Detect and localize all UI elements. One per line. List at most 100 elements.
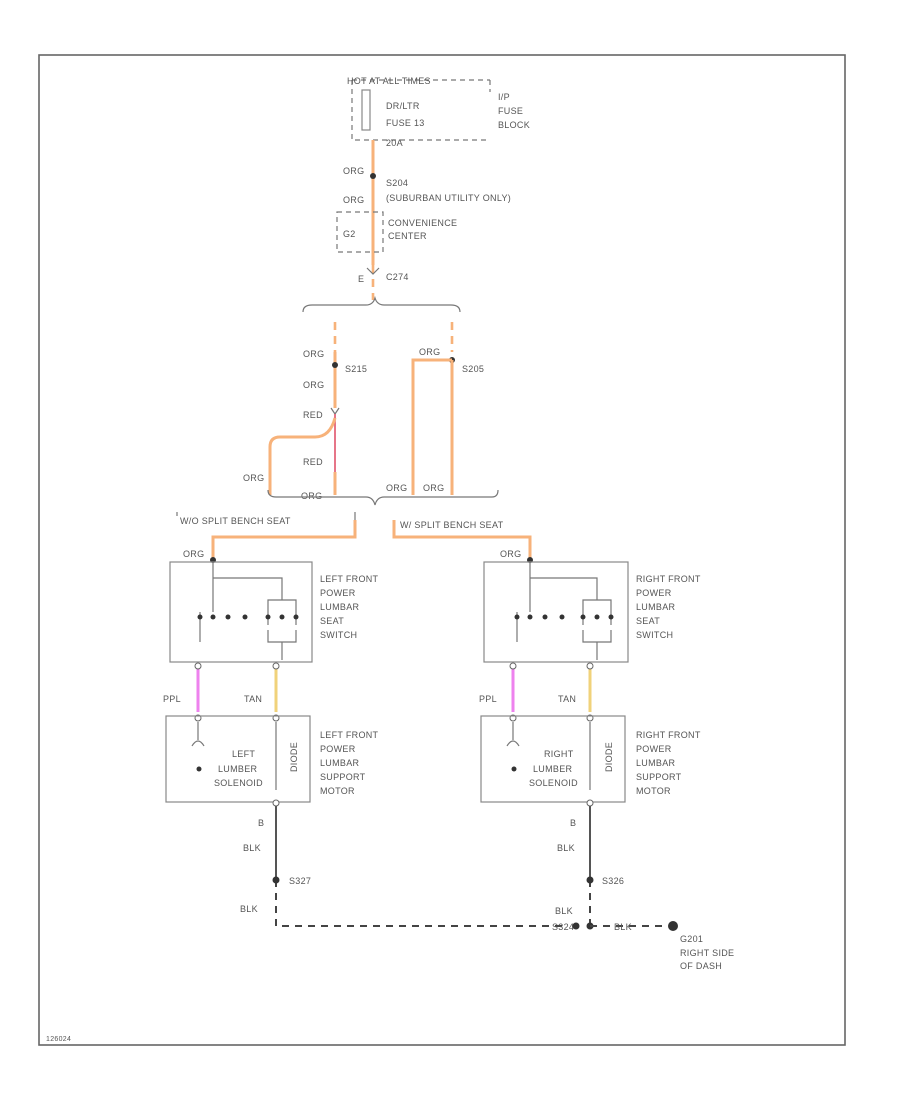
right-motor-label-5: MOTOR (636, 786, 671, 796)
splice-dot-s215 (332, 362, 338, 368)
right-ppl-term-top (509, 662, 517, 670)
right-option-wire (392, 520, 532, 560)
left-option-label: W/O SPLIT BENCH SEAT (180, 516, 291, 526)
right-motor-label-3: LUMBAR (636, 758, 676, 768)
left-switch-contact-7 (293, 614, 299, 620)
cc-outline (336, 211, 384, 253)
left-option-ticks (176, 512, 356, 520)
option-brace-bottom (267, 489, 499, 506)
right-switch-internals (516, 562, 612, 660)
left-switch-contact-4 (242, 614, 248, 620)
fuse-block-label-1: I/P (498, 92, 510, 102)
left-pin-b: B (258, 818, 264, 828)
right-splice-label: S205 (462, 364, 484, 374)
ground-location-1: RIGHT SIDE (680, 948, 734, 958)
left-motor-out-term (272, 799, 280, 807)
red-1-label: RED (303, 410, 323, 420)
left-ppl-label: PPL (163, 694, 181, 704)
ground-point: BLK G201 RIGHT SIDE OF DASH (590, 921, 734, 971)
right-switch-label-1: RIGHT FRONT (636, 574, 701, 584)
left-splice-label: S215 (345, 364, 367, 374)
left-out-wire-label: ORG (243, 473, 264, 483)
right-switch-wire-label: ORG (500, 549, 521, 559)
left-motor-box (165, 715, 311, 803)
cc-splice-label: S204 (386, 178, 408, 188)
left-motor-code: DIODE (289, 742, 299, 772)
left-switch-contact-3 (225, 614, 231, 620)
right-blk-2-label: BLK (555, 906, 573, 916)
option-brace-top (302, 295, 461, 313)
left-motor-label-3: LUMBAR (320, 758, 360, 768)
cc-label-2: CENTER (388, 231, 427, 241)
left-switch-label-2: POWER (320, 588, 356, 598)
right-splice-2-label: S324 (552, 922, 574, 932)
right-tan-label: TAN (558, 694, 576, 704)
right-motor-label-1: RIGHT FRONT (636, 730, 701, 740)
right-blk-1-label: BLK (557, 843, 575, 853)
right-switch-contact-6 (594, 614, 600, 620)
right-bottom-wire-1-label: ORG (386, 483, 407, 493)
left-switch-contact-2 (210, 614, 216, 620)
left-motor-internals (191, 722, 277, 790)
left-motor-label-1: LEFT FRONT (320, 730, 379, 740)
left-out-wire (268, 417, 337, 495)
right-switch-contact-2 (527, 614, 533, 620)
right-motor-inner-1: RIGHT (544, 749, 574, 759)
right-option-label: W/ SPLIT BENCH SEAT (400, 520, 504, 530)
fuse-block-label-2: FUSE (498, 106, 523, 116)
left-tan-label: TAN (244, 694, 262, 704)
fuse-symbol (361, 89, 371, 131)
right-splice-label-s326: S326 (602, 876, 624, 886)
footer-code: 126024 (46, 1036, 71, 1043)
left-switch-label-1: LEFT FRONT (320, 574, 379, 584)
left-connector-symbol (330, 407, 340, 416)
fuse-block-label-3: BLOCK (498, 120, 530, 130)
right-motor-code: DIODE (604, 742, 614, 772)
right-motor-label-4: SUPPORT (636, 772, 682, 782)
right-top-wire-label: ORG (419, 347, 440, 357)
right-switch-contact-7 (608, 614, 614, 620)
right-ppl-label: PPL (479, 694, 497, 704)
left-switch-box (169, 561, 313, 663)
left-top-wire-label: ORG (303, 349, 324, 359)
left-motor-label-5: MOTOR (320, 786, 355, 796)
splice-dot-s204 (370, 173, 376, 179)
left-blk-2-label: BLK (240, 904, 258, 914)
right-motor-box (480, 715, 626, 803)
left-option-wire (211, 520, 357, 560)
right-motor-label-2: POWER (636, 744, 672, 754)
right-motor-out-term (586, 799, 594, 807)
fuse-block: HOT AT ALL TIMES DR/LTR FUSE 13 20A I/P … (347, 76, 530, 148)
ground-wire-label: BLK (614, 922, 632, 932)
cc-connector-label: C274 (386, 272, 409, 282)
right-motor-solenoid-dot (511, 766, 517, 772)
splice-dot-s324 (572, 922, 580, 930)
fuse-number: FUSE 13 (386, 118, 425, 128)
right-motor-inner-3: SOLENOID (529, 778, 578, 788)
left-tan-term-top (272, 662, 280, 670)
left-switch-contact-5 (265, 614, 271, 620)
left-motor-inner-1: LEFT (232, 749, 255, 759)
right-motor-inner-2: LUMBER (533, 764, 573, 774)
left-motor-solenoid-dot (196, 766, 202, 772)
splice-dot-s326 (586, 876, 594, 884)
left-motor-inner-2: LUMBER (218, 764, 258, 774)
right-tan-term-top (586, 662, 594, 670)
left-bottom-wire-label: ORG (301, 491, 322, 501)
left-switch-label-3: LUMBAR (320, 602, 360, 612)
cc-wire-bottom-label: ORG (343, 195, 364, 205)
left-switch-wire-label: ORG (183, 549, 204, 559)
right-switch-label-5: SWITCH (636, 630, 673, 640)
branches: ORG S215 ORG RED RED ORG ORG ORG S205 OR… (176, 322, 532, 560)
left-switch-label-4: SEAT (320, 616, 344, 626)
left-splice-label-s327: S327 (289, 876, 311, 886)
right-switch-contact-1 (514, 614, 520, 620)
right-switch-contact-4 (559, 614, 565, 620)
fuse-block-outline (351, 79, 491, 141)
cc-note: (SUBURBAN UTILITY ONLY) (386, 193, 511, 203)
left-blk-1-label: BLK (243, 843, 261, 853)
left-switch-contact-1 (197, 614, 203, 620)
left-wire-2-label: ORG (303, 380, 324, 390)
left-switch-label-5: SWITCH (320, 630, 357, 640)
